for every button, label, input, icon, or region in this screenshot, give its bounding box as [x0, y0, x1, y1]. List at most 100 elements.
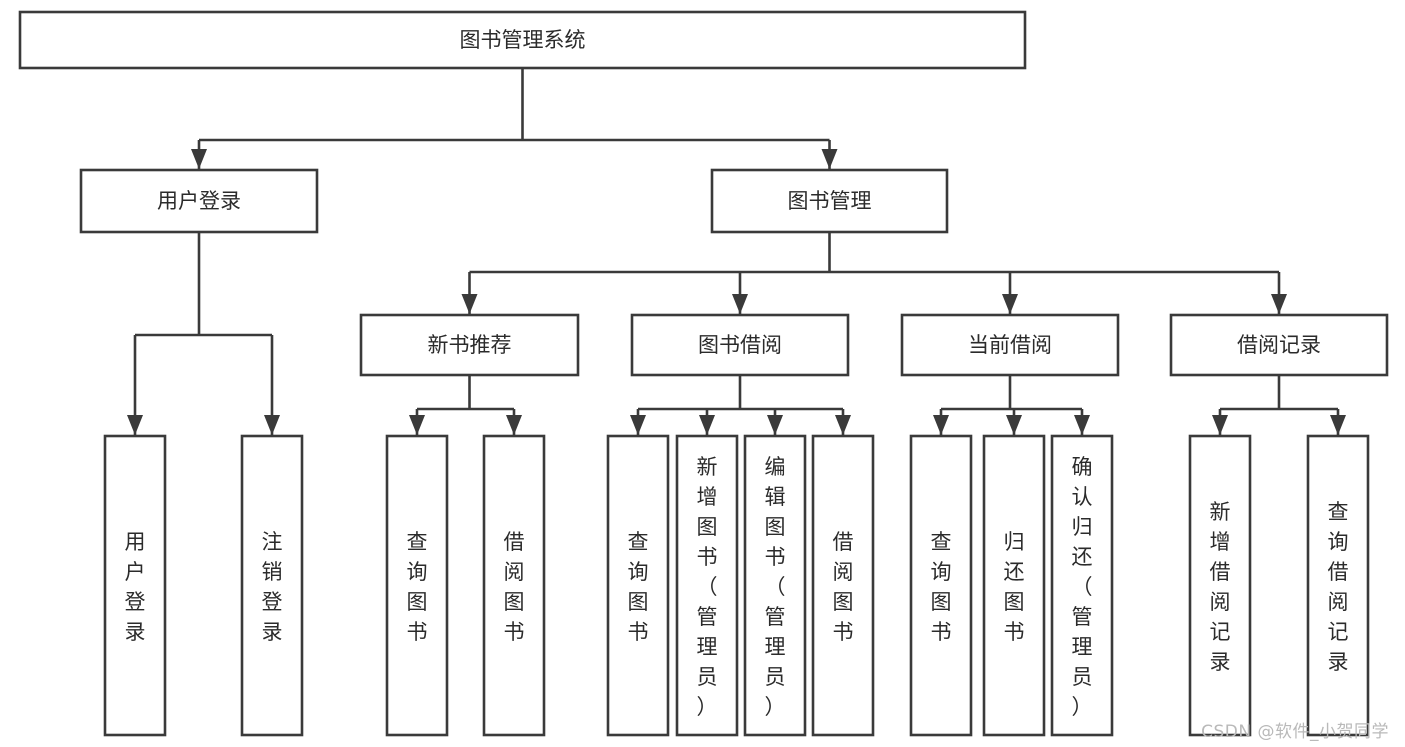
node-leaf-box-3[interactable]: [482, 434, 546, 737]
node-level3-box-2[interactable]: [900, 313, 1120, 377]
svg-text:图: 图: [697, 515, 718, 539]
svg-text:借: 借: [1210, 560, 1231, 584]
svg-text:登: 登: [262, 590, 283, 614]
node-level2-label-1: 图书管理: [788, 189, 872, 213]
node-level3-label-3: 借阅记录: [1237, 333, 1321, 357]
node-root-box[interactable]: [18, 10, 1027, 70]
arrow-head-icon: [506, 415, 522, 435]
svg-text:员: 员: [765, 665, 786, 689]
svg-text:归: 归: [1004, 530, 1025, 554]
svg-text:记: 记: [1210, 620, 1231, 644]
svg-text:阅: 阅: [1328, 590, 1349, 614]
arrow-head-icon: [1330, 415, 1346, 435]
svg-text:借: 借: [1328, 560, 1349, 584]
svg-text:管: 管: [765, 605, 786, 629]
svg-text:查: 查: [1328, 500, 1349, 524]
node-leaf-box-11[interactable]: [1188, 434, 1252, 737]
svg-text:查: 查: [407, 530, 428, 554]
arrow-head-icon: [732, 294, 748, 314]
svg-text:员: 员: [697, 665, 718, 689]
svg-text:确: 确: [1072, 455, 1093, 479]
arrow-head-icon: [1271, 294, 1287, 314]
svg-text:录: 录: [262, 620, 283, 644]
svg-text:询: 询: [931, 560, 952, 584]
node-level2-box-0[interactable]: [79, 168, 319, 234]
svg-text:借: 借: [833, 530, 854, 554]
arrow-head-icon: [127, 415, 143, 435]
svg-text:询: 询: [628, 560, 649, 584]
node-leaf-box-2[interactable]: [385, 434, 449, 737]
svg-text:管: 管: [1072, 605, 1093, 629]
arrow-head-icon: [835, 415, 851, 435]
boxes-layer: [18, 10, 1389, 737]
node-level2-label-0: 用户登录: [157, 189, 241, 213]
svg-text:图: 图: [628, 590, 649, 614]
svg-text:书: 书: [765, 545, 786, 569]
node-level3-label-2: 当前借阅: [968, 333, 1052, 357]
svg-text:增: 增: [697, 485, 718, 509]
svg-text:（: （: [697, 575, 718, 599]
svg-text:记: 记: [1328, 620, 1349, 644]
node-leaf-box-9[interactable]: [982, 434, 1046, 737]
node-leaf-box-7[interactable]: [811, 434, 875, 737]
svg-text:）: ）: [1072, 695, 1093, 719]
node-leaf-box-0[interactable]: [103, 434, 167, 737]
node-level2-box-1[interactable]: [710, 168, 949, 234]
node-leaf-label-0: 用户登录: [125, 530, 146, 644]
svg-text:图: 图: [1004, 590, 1025, 614]
node-leaf-box-4[interactable]: [606, 434, 670, 737]
svg-text:理: 理: [765, 635, 786, 659]
svg-text:询: 询: [407, 560, 428, 584]
svg-text:管: 管: [697, 605, 718, 629]
svg-text:销: 销: [262, 560, 283, 584]
connectors-layer: [127, 68, 1346, 435]
svg-text:（: （: [765, 575, 786, 599]
svg-text:用: 用: [125, 530, 146, 554]
svg-text:图: 图: [765, 515, 786, 539]
svg-text:借: 借: [504, 530, 525, 554]
node-leaf-box-12[interactable]: [1306, 434, 1370, 737]
svg-text:户: 户: [125, 560, 146, 584]
arrow-head-icon: [821, 149, 838, 169]
labels-layer: 图书管理系统用户登录图书管理新书推荐图书借阅当前借阅借阅记录用户登录注销登录查询…: [125, 28, 1349, 719]
svg-text:员: 员: [1072, 665, 1093, 689]
svg-text:增: 增: [1210, 530, 1231, 554]
arrow-head-icon: [630, 415, 646, 435]
arrow-head-icon: [409, 415, 425, 435]
svg-text:询: 询: [1328, 530, 1349, 554]
svg-text:图: 图: [407, 590, 428, 614]
node-leaf-box-10[interactable]: [1050, 434, 1114, 737]
svg-text:归: 归: [1072, 515, 1093, 539]
node-level3-box-0[interactable]: [359, 313, 580, 377]
svg-text:书: 书: [697, 545, 718, 569]
svg-text:查: 查: [931, 530, 952, 554]
svg-text:登: 登: [125, 590, 146, 614]
node-leaf-box-6[interactable]: [743, 434, 807, 737]
svg-text:书: 书: [931, 620, 952, 644]
node-level3-box-3[interactable]: [1169, 313, 1389, 377]
arrow-head-icon: [1006, 415, 1022, 435]
svg-text:理: 理: [1072, 635, 1093, 659]
svg-text:理: 理: [697, 635, 718, 659]
node-leaf-box-8[interactable]: [909, 434, 973, 737]
arrow-head-icon: [1074, 415, 1090, 435]
svg-text:阅: 阅: [833, 560, 854, 584]
svg-text:辑: 辑: [765, 485, 786, 509]
svg-text:书: 书: [504, 620, 525, 644]
svg-text:图: 图: [833, 590, 854, 614]
node-leaf-box-1[interactable]: [240, 434, 304, 737]
node-leaf-box-5[interactable]: [675, 434, 739, 737]
node-level3-box-1[interactable]: [630, 313, 850, 377]
